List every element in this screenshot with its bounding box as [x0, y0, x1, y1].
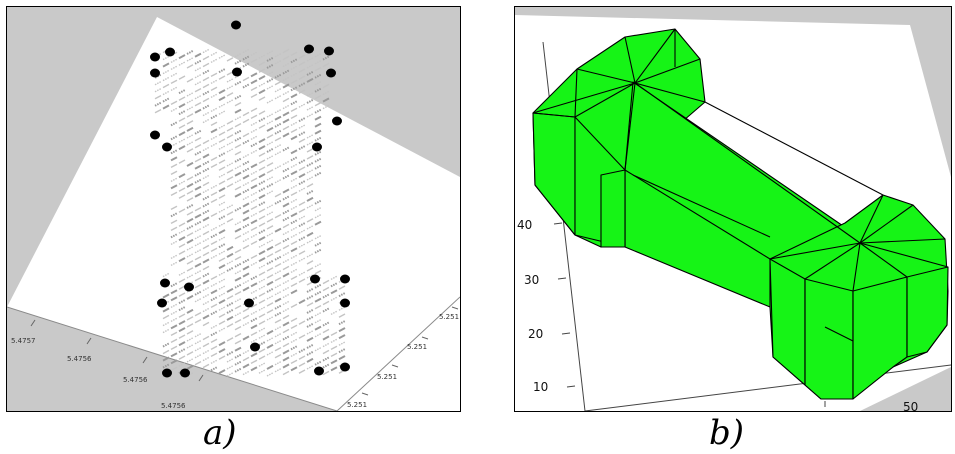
- y-tick-30: 30: [524, 273, 539, 287]
- corner-point: [250, 342, 260, 352]
- tick-label-left-2: 5.4756: [67, 355, 92, 363]
- ground-plane: [7, 17, 460, 411]
- x-axis-line: [584, 364, 951, 411]
- tick-label-right-1: 5.251: [439, 313, 459, 321]
- corner-point: [326, 68, 336, 78]
- panel-b-building-model: 40 30 20 10 50: [514, 6, 952, 412]
- tick-label-right-4: 5.251: [347, 401, 367, 409]
- corner-point: [324, 46, 334, 56]
- corner-point: [340, 362, 350, 372]
- y-tick-20: 20: [528, 327, 543, 341]
- tick-label-left-1: 5.4757: [11, 337, 36, 345]
- corner-point: [340, 298, 350, 308]
- corner-point: [332, 116, 342, 126]
- corner-point: [232, 67, 242, 77]
- corner-point: [184, 282, 194, 292]
- corner-point: [231, 20, 241, 30]
- x-tick-partial: 50: [903, 400, 918, 411]
- corner-point: [162, 142, 172, 152]
- axis-left: [7, 306, 338, 411]
- corner-point: [150, 52, 160, 62]
- corner-point: [165, 47, 175, 57]
- panel-a-point-cloud: 5.4757 5.4756 5.4756 5.4756 5.251 5.251 …: [6, 6, 461, 412]
- corner-point: [340, 274, 350, 284]
- corner-point: [314, 366, 324, 376]
- corner-point: [162, 368, 172, 378]
- corner-point: [312, 142, 322, 152]
- corner-point: [150, 130, 160, 140]
- tick-label-left-4: 5.4756: [161, 402, 186, 410]
- corner-point: [244, 298, 254, 308]
- tick-label-right-3: 5.251: [377, 373, 397, 381]
- tick-label-left-3: 5.4756: [123, 376, 148, 384]
- y-tick-40: 40: [517, 218, 532, 232]
- corner-point: [150, 68, 160, 78]
- corner-point: [304, 44, 314, 54]
- y-axis-ticks: [553, 222, 576, 388]
- building-model: [532, 28, 949, 400]
- corner-points: [150, 20, 350, 378]
- corner-point: [157, 298, 167, 308]
- left-facade-3: [600, 169, 626, 248]
- caption-b: b): [709, 413, 745, 453]
- panel-a-plot: 5.4757 5.4756 5.4756 5.4756 5.251 5.251 …: [7, 17, 460, 411]
- axis-right: [336, 296, 460, 411]
- tick-label-right-2: 5.251: [407, 343, 427, 351]
- axis-ticks: [30, 306, 459, 396]
- corner-point: [180, 368, 190, 378]
- panel-b-plot: 40 30 20 10 50: [515, 15, 951, 411]
- point-cloud: [154, 48, 346, 377]
- right-facade-2: [804, 278, 854, 400]
- corner-point: [160, 278, 170, 288]
- caption-a: a): [203, 413, 237, 453]
- y-tick-10: 10: [533, 380, 548, 394]
- corner-point: [310, 274, 320, 284]
